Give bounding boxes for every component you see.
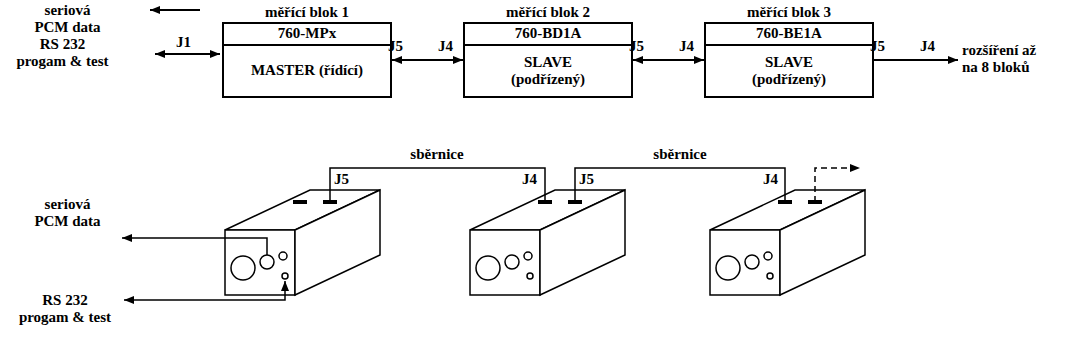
bus-cable bbox=[330, 168, 545, 202]
block-heading: měřící blok 2 bbox=[506, 4, 590, 21]
connector-name: J4 bbox=[438, 38, 453, 55]
annotation: seriová PCM data bbox=[15, 196, 120, 231]
block-role: SLAVE (podřízený) bbox=[706, 46, 872, 96]
extension-arrow bbox=[864, 59, 958, 61]
module-type: 760-MPx bbox=[224, 24, 390, 46]
module-type: 760-BE1A bbox=[706, 24, 872, 46]
device-figure bbox=[225, 190, 380, 295]
annotation: RS 232 progam & test bbox=[0, 36, 125, 71]
connector-name: J1 bbox=[176, 34, 191, 51]
bus-cable bbox=[575, 168, 785, 202]
device-figure bbox=[470, 190, 625, 295]
block-heading: měřící blok 3 bbox=[747, 4, 831, 21]
pcm-arrow bbox=[122, 238, 267, 255]
connector-name: J5 bbox=[870, 38, 885, 55]
bus-link bbox=[392, 59, 463, 61]
connector-name: J5 bbox=[579, 171, 594, 188]
annotation: rozšíření až na 8 bloků bbox=[962, 42, 1062, 77]
annotation: RS 232 progam & test bbox=[5, 292, 125, 327]
annotation: seriová PCM data bbox=[10, 2, 125, 37]
bus-extension bbox=[815, 168, 860, 202]
connector-name: J4 bbox=[522, 171, 537, 188]
block-heading: měřící blok 1 bbox=[265, 4, 349, 21]
annotation: sběrnice bbox=[653, 146, 706, 163]
device-figure bbox=[710, 190, 865, 295]
module-type: 760-BD1A bbox=[465, 24, 631, 46]
pcm-arrow bbox=[150, 9, 200, 11]
annotation: sběrnice bbox=[410, 146, 463, 163]
block-role: SLAVE (podřízený) bbox=[465, 46, 631, 96]
connector-name: J5 bbox=[629, 38, 644, 55]
measuring-block: měřící blok 2760-BD1ASLAVE (podřízený) bbox=[463, 22, 633, 98]
connector-name: J4 bbox=[679, 38, 694, 55]
connector-name: J5 bbox=[388, 38, 403, 55]
rs232-arrow bbox=[155, 53, 220, 55]
bus-link bbox=[633, 59, 704, 61]
connector-name: J5 bbox=[334, 171, 349, 188]
connector-name: J4 bbox=[763, 171, 778, 188]
measuring-block: měřící blok 3760-BE1ASLAVE (podřízený) bbox=[704, 22, 874, 98]
block-role: MASTER (řídící) bbox=[224, 46, 390, 96]
rs232-arrow bbox=[124, 281, 285, 300]
measuring-block: měřící blok 1760-MPxMASTER (řídící) bbox=[222, 22, 392, 98]
connector-name: J4 bbox=[920, 38, 935, 55]
